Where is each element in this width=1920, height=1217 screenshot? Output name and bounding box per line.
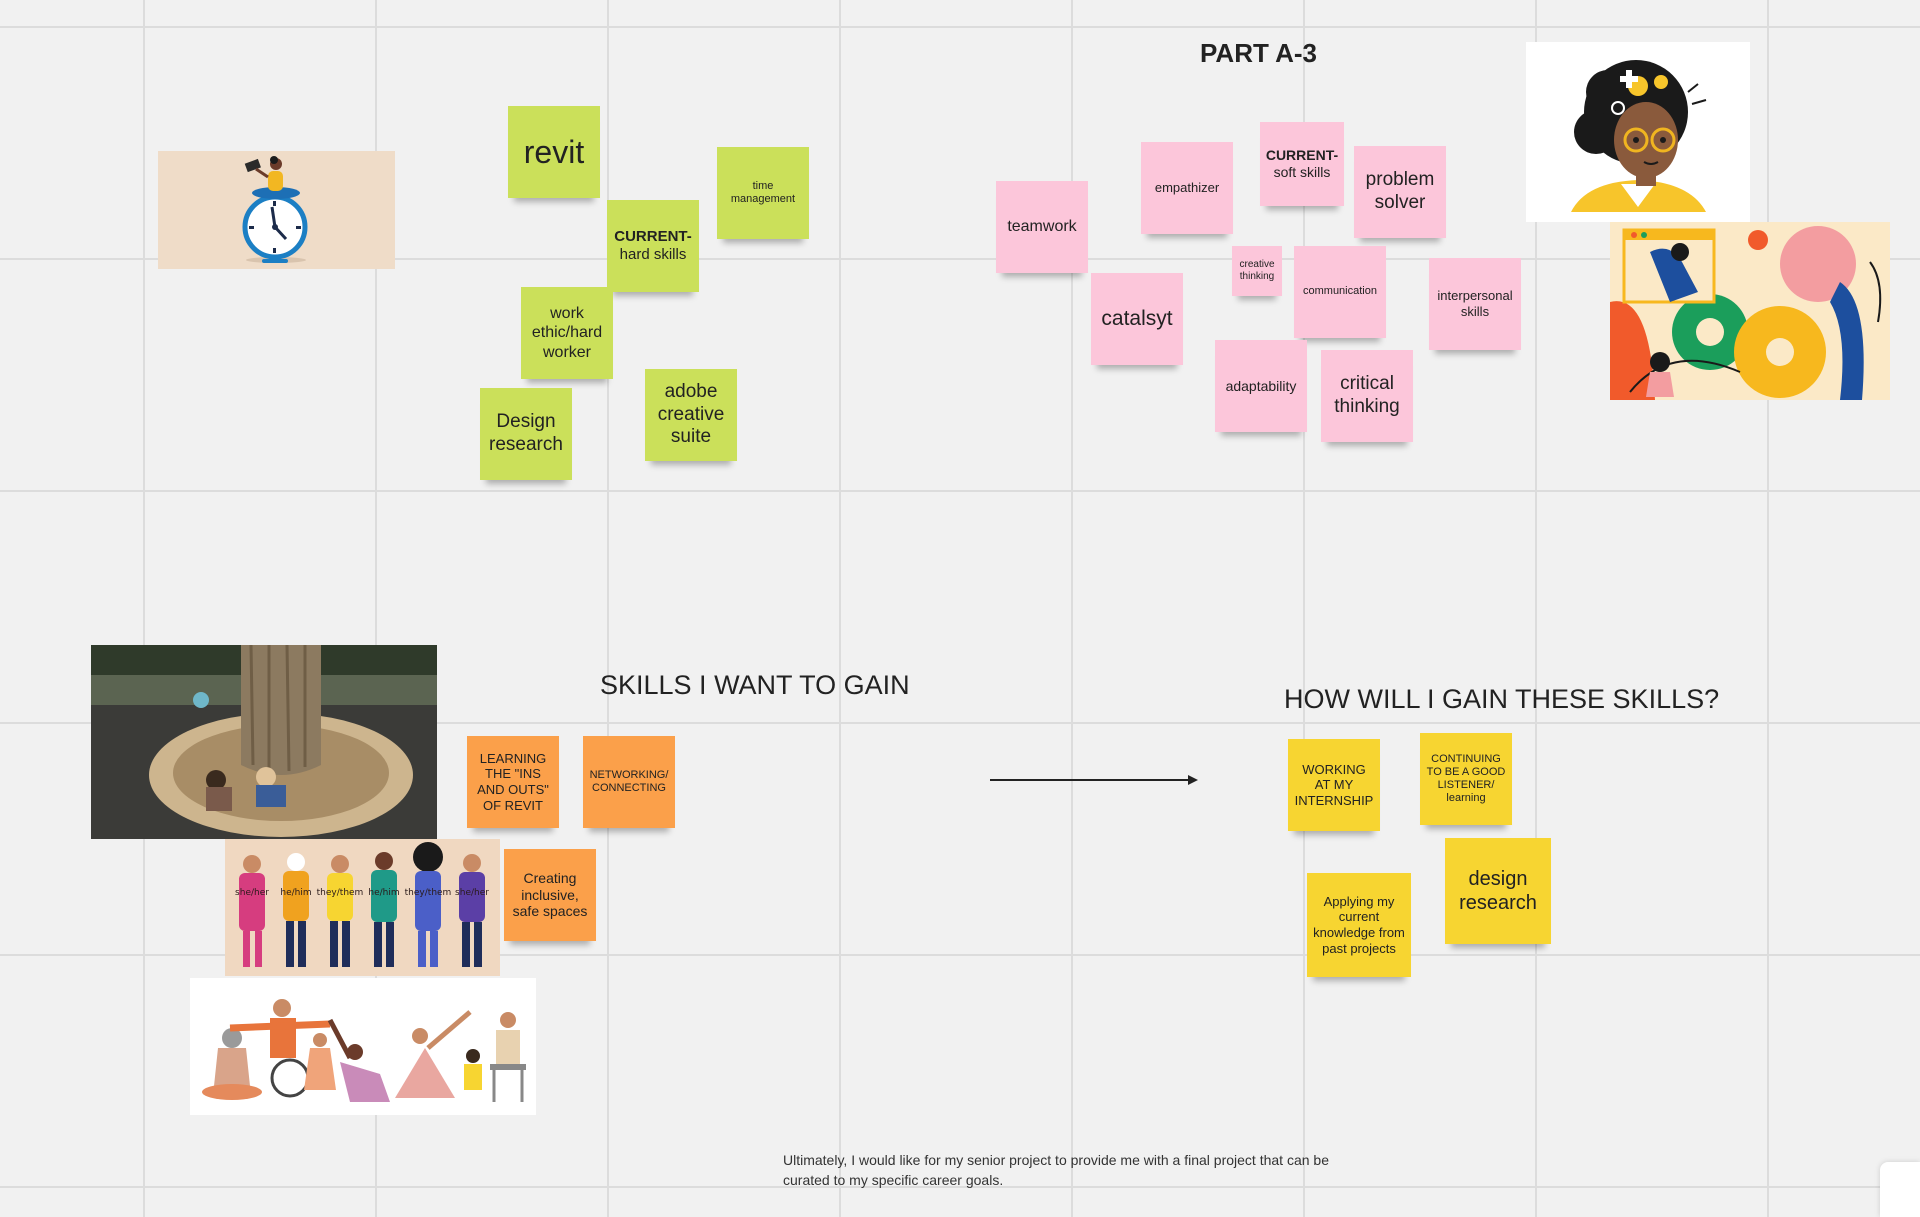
footer-note: Ultimately, I would like for my senior p… (783, 1150, 1343, 1190)
sticky-adaptability[interactable]: adaptability (1215, 340, 1307, 432)
person-6-figure: she/her (455, 854, 489, 967)
sticky-learning-revit[interactable]: LEARNING THE "INS AND OUTS" OF REVIT (467, 736, 559, 828)
sticky-text: NETWORKING/ CONNECTING (589, 768, 669, 794)
sticky-inclusive-spaces[interactable]: Creating inclusive, safe spaces (504, 849, 596, 941)
collaboration-illustration-image[interactable] (1610, 222, 1890, 400)
sticky-header-sub: soft skills (1273, 164, 1331, 180)
sticky-header-bold: CURRENT- (1265, 147, 1339, 164)
sticky-text: catalsyt (1101, 307, 1173, 331)
sticky-text: adobe creative suite (657, 380, 725, 448)
sticky-text: Applying my current knowledge from past … (1313, 893, 1405, 956)
sticky-catalsyt[interactable]: catalsyt (1091, 273, 1183, 365)
sticky-text: design research (1459, 868, 1537, 914)
clock-meditation-image[interactable] (158, 151, 395, 269)
sticky-text: empathizer (1154, 180, 1220, 196)
sticky-time-management[interactable]: time management (717, 147, 809, 239)
thinking-woman-image[interactable] (1526, 42, 1750, 222)
sticky-design-research-how[interactable]: design research (1445, 838, 1551, 944)
sticky-text: interpersonal skills (1437, 288, 1513, 319)
section-skills-to-gain: SKILLS I WANT TO GAIN (600, 670, 910, 700)
sticky-interpersonal-skills[interactable]: interpersonal skills (1429, 258, 1521, 350)
yoga-group-image[interactable] (190, 978, 536, 1115)
board-title: PART A-3 (1200, 38, 1317, 68)
sticky-revit[interactable]: revit (508, 106, 600, 198)
sticky-problem-solver[interactable]: problem solver (1354, 146, 1446, 238)
footer-note-line-2: curated to my specific career goals. (783, 1172, 1004, 1188)
sticky-internship[interactable]: WORKING AT MY INTERNSHIP (1288, 739, 1380, 831)
sticky-text: adaptability (1225, 377, 1297, 394)
sticky-text: creative thinking (1239, 259, 1275, 282)
sticky-networking[interactable]: NETWORKING/ CONNECTING (583, 736, 675, 828)
pronoun-people-image[interactable]: she/her he/him they/them he/him they/the… (225, 839, 500, 976)
sticky-text: problem solver (1365, 169, 1435, 213)
sticky-critical-thinking[interactable]: critical thinking (1321, 350, 1413, 442)
sticky-text: work ethic/hard worker (531, 305, 603, 361)
footer-note-line-1: Ultimately, I would like for my senior p… (783, 1152, 1329, 1168)
sticky-text: LEARNING THE "INS AND OUTS" OF REVIT (477, 750, 549, 813)
sticky-adobe-creative-suite[interactable]: adobe creative suite (645, 369, 737, 461)
pronoun-label: she/her (455, 888, 489, 898)
sticky-text: WORKING AT MY INTERNSHIP (1294, 761, 1374, 808)
pronoun-label: they/them (405, 888, 452, 898)
sticky-text: Design research (489, 411, 563, 455)
pronoun-label: she/her (235, 888, 269, 898)
sticky-text: revit (523, 133, 585, 170)
pronoun-label: he/him (280, 888, 311, 898)
sticky-good-listener[interactable]: CONTINUING TO BE A GOOD LISTENER/ learni… (1420, 733, 1512, 825)
person-3-figure: they/them (317, 855, 364, 967)
sticky-communication[interactable]: communication (1294, 246, 1386, 338)
sticky-current-hard-skills[interactable]: CURRENT- hard skills (607, 200, 699, 292)
sticky-text: teamwork (1007, 218, 1077, 236)
sticky-header-sub: hard skills (619, 246, 687, 263)
pronoun-label: he/him (368, 888, 399, 898)
sticky-applying-knowledge[interactable]: Applying my current knowledge from past … (1307, 873, 1411, 977)
person-2-figure: he/him (280, 853, 312, 967)
sticky-text: communication (1303, 285, 1377, 298)
sticky-current-soft-skills[interactable]: CURRENT- soft skills (1260, 122, 1344, 206)
sticky-text: time management (730, 179, 796, 205)
sticky-creative-thinking[interactable]: creative thinking (1232, 246, 1282, 296)
sticky-text: critical thinking (1334, 373, 1400, 417)
sticky-header-bold: CURRENT- (614, 228, 692, 245)
playground-photo-image[interactable] (91, 645, 437, 839)
sticky-design-research[interactable]: Design research (480, 388, 572, 480)
sticky-empathizer[interactable]: empathizer (1141, 142, 1233, 234)
pronoun-label: they/them (317, 888, 364, 898)
arrow-connector[interactable] (990, 772, 1200, 788)
person-1-figure: she/her (235, 855, 269, 967)
sticky-work-ethic[interactable]: work ethic/hard worker (521, 287, 613, 379)
person-5-figure: they/them (405, 842, 452, 967)
sticky-teamwork[interactable]: teamwork (996, 181, 1088, 273)
sticky-text: CONTINUING TO BE A GOOD LISTENER/ learni… (1426, 752, 1506, 805)
person-4-figure: he/him (368, 852, 400, 967)
sticky-text: Creating inclusive, safe spaces (512, 869, 588, 920)
section-how-gain: HOW WILL I GAIN THESE SKILLS? (1284, 684, 1720, 714)
minimap-widget[interactable] (1880, 1162, 1920, 1217)
